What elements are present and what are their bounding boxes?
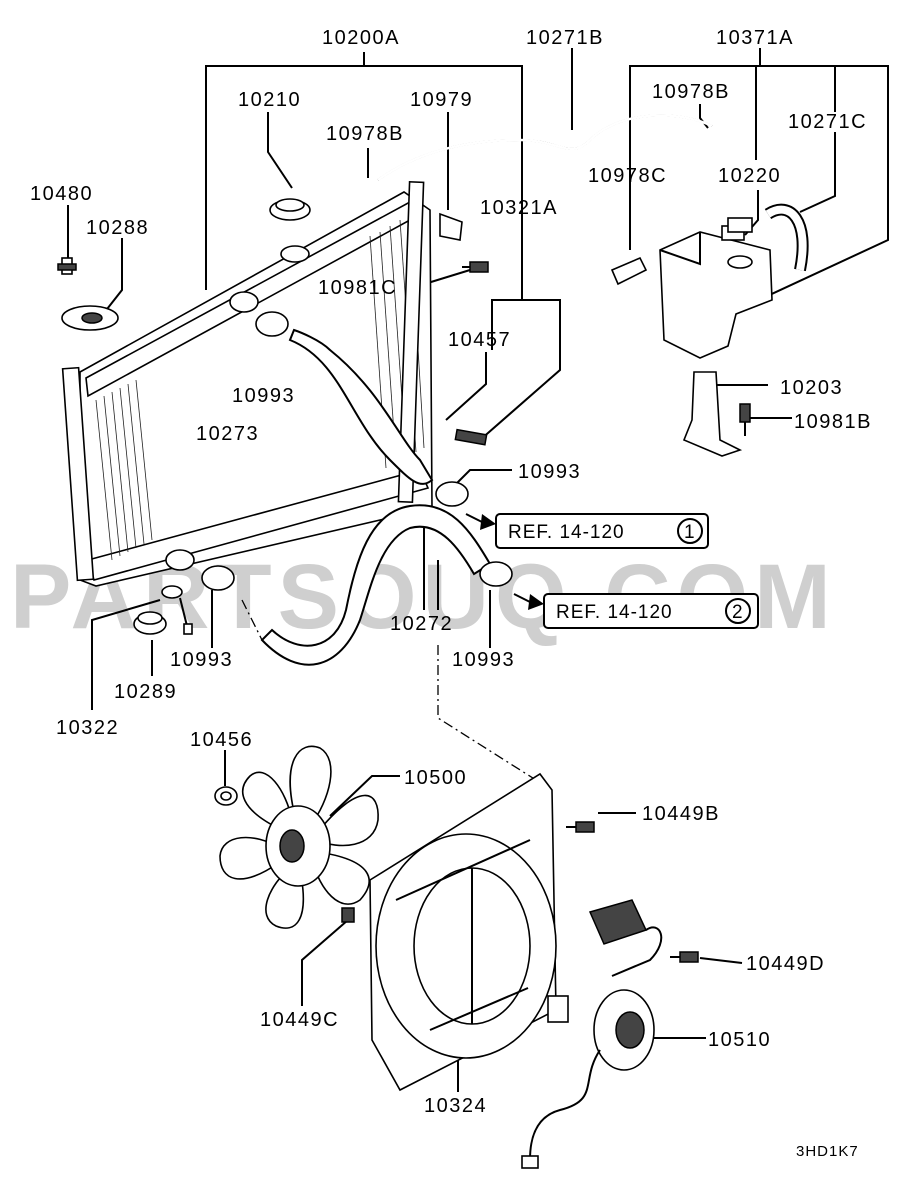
callout-10324[interactable]: 10324 xyxy=(424,1095,487,1117)
bolt-10449B xyxy=(566,821,595,833)
fan-motor xyxy=(521,989,655,1169)
callout-labels: 10200A 10271B 10371A 10210 10979 10978B … xyxy=(30,27,872,1117)
bolt-10449D xyxy=(670,951,699,963)
callout-10220[interactable]: 10220 xyxy=(718,165,781,187)
cooling-fan xyxy=(219,745,379,929)
ref-box-2-badge: 2 xyxy=(732,602,744,623)
temperature-sensor xyxy=(161,585,193,635)
callout-10978C[interactable]: 10978C xyxy=(588,165,667,187)
radiator-cap xyxy=(269,198,311,221)
callout-10449C[interactable]: 10449C xyxy=(260,1009,339,1031)
ref-arrow-2 xyxy=(513,593,544,610)
ref-arrow-1 xyxy=(465,513,496,530)
callout-10449B[interactable]: 10449B xyxy=(642,803,720,825)
upper-radiator-hose xyxy=(288,328,434,485)
ref-box-2[interactable]: REF. 14-120 2 xyxy=(543,593,759,629)
drawing-code: 3HD1K7 xyxy=(796,1143,859,1160)
fan-shroud xyxy=(369,772,557,1092)
callout-10322[interactable]: 10322 xyxy=(56,717,119,739)
callout-10500[interactable]: 10500 xyxy=(404,767,467,789)
reserve-tank xyxy=(659,225,773,359)
callout-10321A[interactable]: 10321A xyxy=(480,197,558,219)
callout-10993-b[interactable]: 10993 xyxy=(518,461,581,483)
callout-10993-c[interactable]: 10993 xyxy=(170,649,233,671)
callout-10480[interactable]: 10480 xyxy=(30,183,93,205)
callout-10981B[interactable]: 10981B xyxy=(794,411,872,433)
ref-box-1[interactable]: REF. 14-120 1 xyxy=(495,513,709,549)
callout-10272[interactable]: 10272 xyxy=(390,613,453,635)
hose-clip xyxy=(439,212,463,241)
hose-clamps xyxy=(201,311,513,591)
callout-10978B-left[interactable]: 10978B xyxy=(326,123,404,145)
reserve-tank-cap xyxy=(727,217,753,233)
ref-box-1-text: REF. 14-120 xyxy=(508,522,625,543)
callout-10510[interactable]: 10510 xyxy=(708,1029,771,1051)
callout-10273[interactable]: 10273 xyxy=(196,423,259,445)
ref-box-2-text: REF. 14-120 xyxy=(556,602,673,623)
tank-clamp-10978C xyxy=(610,256,648,286)
fan-nut-10456 xyxy=(214,786,238,806)
callout-10271C[interactable]: 10271C xyxy=(788,111,867,133)
drain-plug xyxy=(133,611,167,635)
callout-10993-d[interactable]: 10993 xyxy=(452,649,515,671)
callout-10457[interactable]: 10457 xyxy=(448,329,511,351)
callout-10978B-right[interactable]: 10978B xyxy=(652,81,730,103)
leader-lines xyxy=(67,48,889,1092)
radiator xyxy=(61,181,433,587)
callout-10210[interactable]: 10210 xyxy=(238,89,301,111)
drain-bolt xyxy=(57,257,77,275)
reserve-tank-hose xyxy=(764,203,809,272)
callout-10456[interactable]: 10456 xyxy=(190,729,253,751)
callout-10993-a[interactable]: 10993 xyxy=(232,385,295,407)
ref-box-1-badge: 1 xyxy=(684,522,696,543)
radiator-mount-bracket xyxy=(61,305,119,331)
callout-10289[interactable]: 10289 xyxy=(114,681,177,703)
callout-10979[interactable]: 10979 xyxy=(410,89,473,111)
bolt-10981C xyxy=(462,261,489,273)
fan-resistor xyxy=(588,899,663,977)
overflow-hose xyxy=(377,114,713,182)
callout-10271B[interactable]: 10271B xyxy=(526,27,604,49)
callout-10288[interactable]: 10288 xyxy=(86,217,149,239)
callout-10203[interactable]: 10203 xyxy=(780,377,843,399)
callout-10449D[interactable]: 10449D xyxy=(746,953,825,975)
callout-10200A[interactable]: 10200A xyxy=(322,27,400,49)
bolt-10981B xyxy=(739,403,751,436)
drain-cock xyxy=(454,428,488,446)
tank-bracket-10203 xyxy=(682,371,743,457)
callout-10371A[interactable]: 10371A xyxy=(716,27,794,49)
callout-10981C[interactable]: 10981C xyxy=(318,277,397,299)
bolt-10449C xyxy=(341,907,355,923)
